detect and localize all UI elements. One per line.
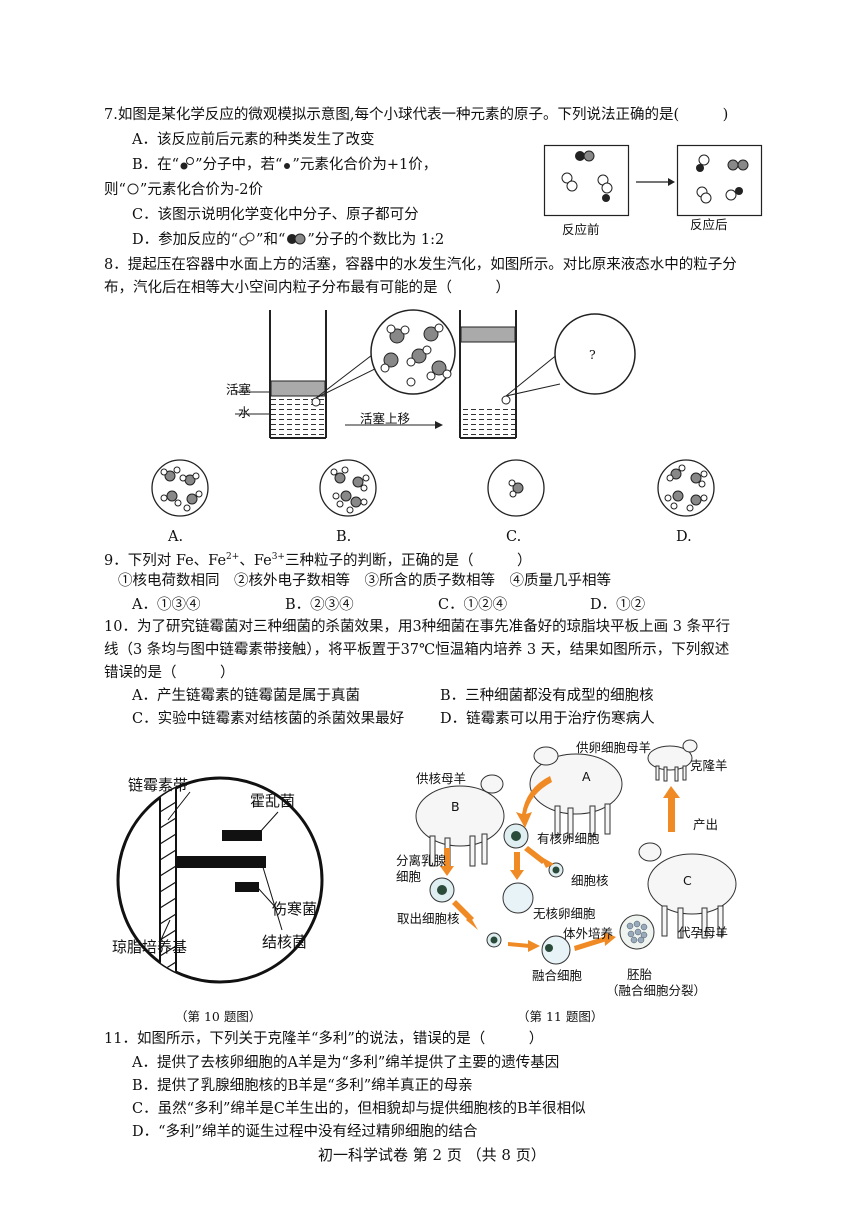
nucleus-donor-label: 供核母羊 (416, 771, 467, 786)
q7-stem: 7.如图是某化学反应的微观模拟示意图,每个小球代表一种元素的原子。下列说法正确的… (104, 107, 729, 123)
piston-label: 活塞 (226, 382, 252, 397)
enucleated-egg-label: 无核卵细胞 (533, 906, 596, 921)
sheep-c-letter: C (683, 873, 692, 888)
after-label: 反应后 (690, 217, 728, 232)
q7-option-c: C．该图示说明化学变化中分子、原子都可分 (132, 207, 419, 223)
q8-option-c: C. (506, 529, 522, 545)
white-atom-icon (126, 182, 140, 195)
embryo-note-label: （融合细胞分裂） (606, 983, 707, 998)
q11-caption: （第 11 题图） (517, 1009, 604, 1024)
question-mark: ? (589, 347, 596, 362)
clone-label: 克隆羊 (690, 758, 728, 773)
q11-option-b: B．提供了乳腺细胞核的B羊是“多利”绵羊真正的母亲 (132, 1078, 473, 1094)
surrogate-label: 代孕母羊 (678, 925, 729, 940)
reaction-diagram (543, 144, 763, 217)
cholera-label: 霍乱菌 (250, 792, 296, 810)
q11-stem: 11．如图所示，下列关于克隆羊“多利”的说法，错误的是（ ） (104, 1031, 544, 1047)
q11-option-c: C．虽然“多利”绵羊是C羊生出的，但相貌却与提供细胞核的B羊很相似 (132, 1101, 586, 1117)
fused-cell-label: 融合细胞 (532, 968, 583, 983)
q10-caption: （第 10 题图） (175, 1009, 262, 1024)
q10-option-d: D．链霉素可以用于治疗伤寒病人 (440, 711, 655, 727)
nucleus-label: 细胞核 (571, 873, 609, 888)
tb-label: 结核菌 (262, 933, 308, 951)
petri-dish-figure (116, 776, 324, 984)
q9-option-a: A．①③④ (132, 597, 201, 613)
q10-stem-line1: 10．为了研究链霉菌对三种细菌的杀菌效果，用3种细菌在事先准备好的琼脂块平板上画… (104, 619, 731, 635)
agar-label: 琼脂培养基 (112, 938, 188, 956)
separate-label-2: 细胞 (396, 869, 422, 884)
q11-option-a: A．提供了去核卵细胞的A羊是为“多利”绵羊提供了主要的遗传基因 (132, 1055, 560, 1071)
piston-diagram (235, 309, 636, 439)
q8-stem-line2: 布，汽化后在相等大小空间内粒子分布最有可能的是（ ） (104, 280, 510, 296)
q9-statements: ①核电荷数相同 ②核外电子数相等 ③所含的质子数相等 ④质量几乎相等 (118, 573, 611, 589)
q7-option-b-line2: 则“”元素化合价为-2价 (104, 182, 263, 198)
diatomic-molecule-icon (179, 157, 195, 170)
q8-option-circles (151, 459, 715, 517)
embryo-label: 胚胎 (627, 967, 653, 982)
q9-option-b: B．②③④ (285, 597, 354, 613)
q10-stem-line2: 线（3 条均与图中链霉素带接触），将平板置于37℃恒温箱内培养 3 天，结果如图… (104, 642, 730, 658)
in-vitro-label: 体外培养 (563, 926, 614, 941)
q10-option-c: C．实验中链霉素对结核菌的杀菌效果最好 (132, 711, 405, 727)
extract-nucleus-label: 取出细胞核 (397, 911, 460, 926)
q8-option-d: D. (676, 529, 692, 545)
sheep-a-letter: A (582, 769, 591, 784)
q7-option-a: A．该反应前后元素的种类发生了改变 (132, 132, 375, 148)
q9-option-d: D．①② (590, 597, 646, 613)
q11-option-d: D．“多利”绵羊的诞生过程中没有经过精卵细胞的结合 (132, 1124, 478, 1140)
strip-label: 链霉素带 (128, 776, 189, 794)
q7-option-b: B．在“”分子中，若“”元素化合价为+1价， (132, 157, 438, 173)
q10-stem-line3: 错误的是（ ） (104, 665, 235, 681)
q10-option-a: A．产生链霉素的链霉菌是属于真菌 (132, 688, 360, 704)
separate-label-1: 分离乳腺 (396, 853, 447, 868)
egg-donor-label: 供卵细胞母羊 (576, 740, 652, 755)
q8-stem-line1: 8．提起压在容器中水面上方的活塞，容器中的水发生汽化，如图所示。对比原来液态水中… (104, 257, 737, 273)
q8-option-b: B. (336, 529, 352, 545)
q9-option-c: C．①②④ (438, 597, 508, 613)
q10-option-b: B．三种细菌都没有成型的细胞核 (440, 688, 654, 704)
before-label: 反应前 (562, 222, 600, 237)
water-label: 水 (238, 405, 251, 420)
q9-stem: 9．下列对 Fe、Fe2+、Fe3+三种粒子的判断，正确的是（ ） (104, 552, 532, 569)
gray-black-diatomic-icon (285, 232, 307, 245)
sheep-b-letter: B (451, 799, 460, 814)
page-footer: 初一科学试卷 第 2 页 （共 8 页） (318, 1146, 546, 1164)
black-atom-icon (282, 157, 292, 169)
move-piston-label: 活塞上移 (360, 411, 411, 426)
nucleated-egg-label: 有核卵细胞 (537, 831, 600, 846)
white-diatomic-icon (238, 232, 256, 246)
q8-option-a: A. (168, 529, 184, 545)
cloning-diagram (415, 739, 737, 965)
produce-label: 产出 (693, 817, 719, 832)
typhoid-label: 伤寒菌 (272, 900, 318, 918)
q7-option-d: D．参加反应的“”和“”分子的个数比为 1:2 (132, 232, 445, 248)
